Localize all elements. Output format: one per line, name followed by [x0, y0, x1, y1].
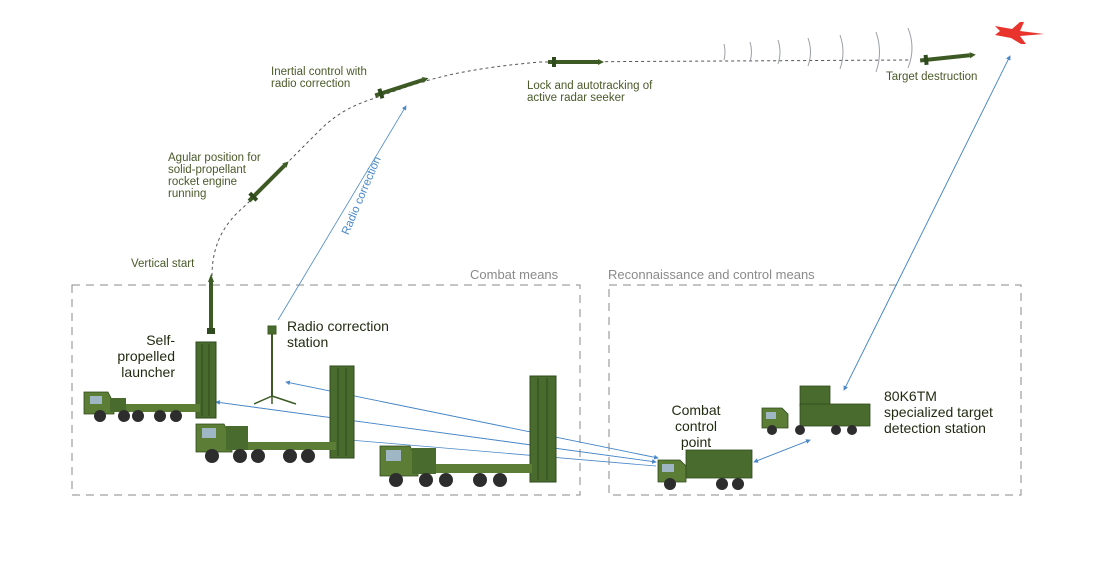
vertical-start-missile [207, 274, 215, 334]
label-lock-autotracking: Lock and autotracking of active radar se… [527, 80, 653, 104]
combat-control-point-truck [657, 449, 753, 490]
combat-means-frame [71, 284, 581, 496]
missile-inertial [373, 73, 430, 101]
label-detection-station: 80K6TM specialized target detection stat… [884, 388, 993, 436]
label-angular-position: Agular position for solid-propellant roc… [168, 152, 261, 200]
launcher-truck-2 [195, 365, 355, 463]
label-combat-control-point: Combat control point [671, 402, 721, 450]
label-inertial-control: Inertial control with radio correction [271, 66, 367, 90]
radar-waves [723, 27, 913, 73]
recon-means-frame [608, 284, 1022, 496]
detection-station-truck [761, 385, 871, 435]
label-vertical-start: Vertical start [131, 258, 195, 270]
target-aircraft [995, 22, 1044, 44]
label-self-propelled-launcher: Self- propelled launcher [117, 332, 175, 380]
label-radio-correction-station: Radio correction station [287, 318, 389, 350]
label-target-destruction: Target destruction [886, 71, 978, 83]
label-combat-means: Combat means [470, 267, 559, 282]
radio-correction-line [277, 105, 407, 321]
missile-lock [548, 57, 604, 67]
label-recon-control-means: Reconnaissance and control means [608, 267, 815, 282]
missile-trajectory [211, 59, 911, 277]
launcher-truck-1 [83, 341, 217, 422]
missile-terminal [919, 49, 977, 66]
radio-correction-station [253, 325, 297, 405]
launcher-truck-3 [379, 375, 557, 487]
